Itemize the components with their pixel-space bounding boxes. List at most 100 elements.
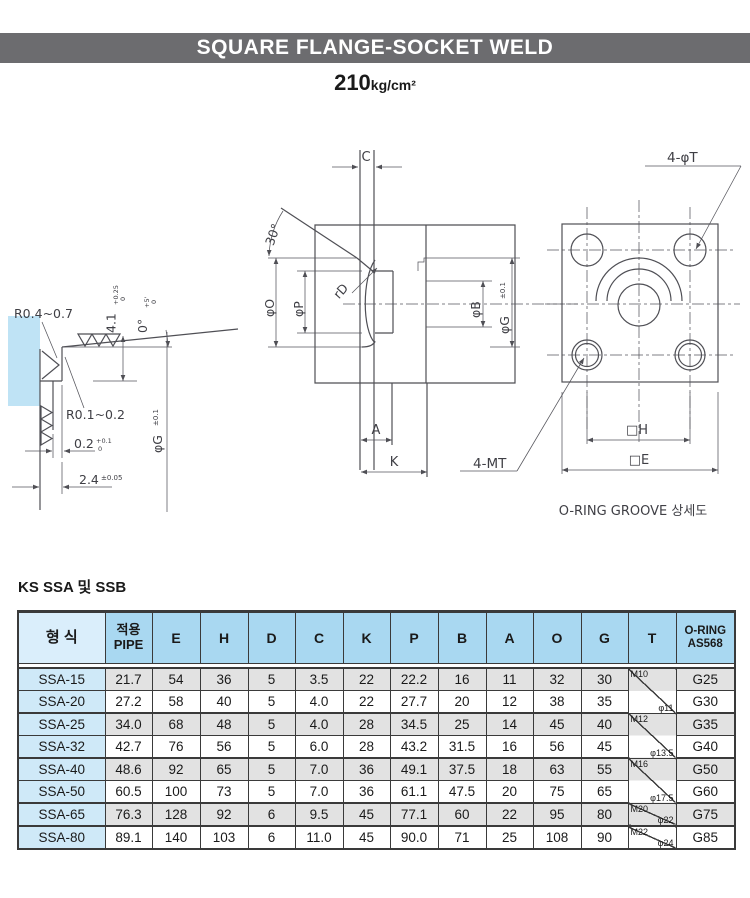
model-cell: SSA-65 — [17, 802, 106, 827]
thread-size: M16 — [630, 758, 649, 769]
value-cell-H: 92 — [199, 802, 249, 827]
pressure-rating: 210kg/cm² — [0, 70, 750, 96]
value-cell-D: 5 — [247, 712, 296, 736]
value-cell-A: 20 — [485, 780, 534, 804]
value-cell-E: 76 — [151, 735, 201, 759]
bolt-hole-top-left — [570, 233, 604, 267]
pressure-value: 210 — [334, 70, 371, 95]
thread-cell: M16 φ17.5 — [627, 757, 677, 804]
header-K: K — [342, 611, 391, 664]
section-dia-b-label: φB — [468, 301, 483, 318]
value-cell-O: 45 — [532, 712, 582, 736]
value-cell-H: 40 — [199, 690, 249, 714]
value-cell-E: 100 — [151, 780, 201, 804]
value-cell-D: 5 — [247, 757, 296, 781]
value-cell-K: 28 — [342, 735, 391, 759]
value-cell-K: 36 — [342, 780, 391, 804]
value-cell-A: 14 — [485, 712, 534, 736]
model-cell: SSA-20 — [17, 690, 106, 714]
value-cell-pipe: 42.7 — [104, 735, 153, 759]
surface-finish-top-icon — [76, 333, 122, 348]
value-cell-K: 36 — [342, 757, 391, 781]
value-cell-G: 45 — [580, 735, 629, 759]
value-cell-B: 20 — [437, 690, 487, 714]
detail-groove-dia-tol: ±0.1 — [152, 409, 160, 426]
value-cell-pipe: 27.2 — [104, 690, 153, 714]
table-heading: KS SSA 및 SSB — [18, 579, 127, 596]
value-cell-P: 90.0 — [389, 825, 439, 850]
value-cell-C: 7.0 — [294, 757, 344, 781]
value-cell-E: 140 — [151, 825, 201, 850]
section-dia-o-label: φO — [262, 299, 277, 317]
value-cell-E: 54 — [151, 667, 201, 691]
value-cell-oring: G25 — [675, 667, 736, 691]
technical-drawing: R0.4~0.7 R0.1~0.2 4.1 +0.25 0 0° +5' 0 0… — [8, 150, 742, 519]
value-cell-H: 36 — [199, 667, 249, 691]
value-cell-P: 61.1 — [389, 780, 439, 804]
value-cell-G: 35 — [580, 690, 629, 714]
model-cell: SSA-25 — [17, 712, 106, 736]
header-T: T — [627, 611, 677, 664]
bolt-hole-top-right — [673, 233, 707, 267]
value-cell-oring: G30 — [675, 690, 736, 714]
value-cell-B: 47.5 — [437, 780, 487, 804]
value-cell-H: 56 — [199, 735, 249, 759]
header-model: 형 식 — [17, 611, 106, 664]
value-cell-B: 71 — [437, 825, 487, 850]
value-cell-K: 22 — [342, 690, 391, 714]
section-thread-callout: 4-MT — [473, 456, 507, 472]
title-banner: SQUARE FLANGE-SOCKET WELD — [0, 33, 750, 63]
model-cell: SSA-15 — [17, 667, 106, 691]
value-cell-C: 4.0 — [294, 690, 344, 714]
value-cell-A: 25 — [485, 825, 534, 850]
value-cell-D: 5 — [247, 690, 296, 714]
thread-dia: φ22 — [657, 815, 674, 825]
section-angle-30-label: 30° — [262, 221, 284, 247]
value-cell-K: 22 — [342, 667, 391, 691]
value-cell-B: 60 — [437, 802, 487, 827]
thread-size: M10 — [630, 669, 649, 679]
value-cell-pipe: 60.5 — [104, 780, 153, 804]
groove-highlight — [8, 316, 40, 406]
thread-size: M22 — [630, 827, 649, 837]
section-dia-p-label: φP — [291, 301, 306, 317]
value-cell-oring: G50 — [675, 757, 736, 781]
detail-angle-label: 0° — [135, 319, 150, 333]
detail-depth-tol-plus: +0.25 — [112, 285, 120, 305]
detail-groove-dia-label: φG — [150, 435, 165, 453]
value-cell-B: 31.5 — [437, 735, 487, 759]
front-dim-h-label: □H — [626, 423, 648, 438]
detail-width-small-tol-zero: 0 — [98, 445, 102, 453]
value-cell-O: 63 — [532, 757, 582, 781]
front-hole-callout: 4-φT — [667, 150, 698, 166]
model-cell: SSA-40 — [17, 757, 106, 781]
value-cell-C: 11.0 — [294, 825, 344, 850]
value-cell-O: 38 — [532, 690, 582, 714]
value-cell-P: 77.1 — [389, 802, 439, 827]
header-A: A — [485, 611, 534, 664]
value-cell-G: 65 — [580, 780, 629, 804]
thread-dia: φ17.5 — [650, 792, 674, 803]
section-dim-k-label: K — [390, 455, 399, 470]
value-cell-P: 27.7 — [389, 690, 439, 714]
value-cell-B: 37.5 — [437, 757, 487, 781]
value-cell-oring: G75 — [675, 802, 736, 827]
detail-radius-inner-label: R0.1~0.2 — [66, 407, 125, 422]
value-cell-B: 25 — [437, 712, 487, 736]
value-cell-O: 108 — [532, 825, 582, 850]
detail-width-small-label: 0.2 — [74, 436, 94, 451]
value-cell-C: 4.0 — [294, 712, 344, 736]
value-cell-P: 22.2 — [389, 667, 439, 691]
value-cell-G: 40 — [580, 712, 629, 736]
value-cell-G: 55 — [580, 757, 629, 781]
value-cell-H: 48 — [199, 712, 249, 736]
page-title: SQUARE FLANGE-SOCKET WELD — [196, 36, 554, 59]
